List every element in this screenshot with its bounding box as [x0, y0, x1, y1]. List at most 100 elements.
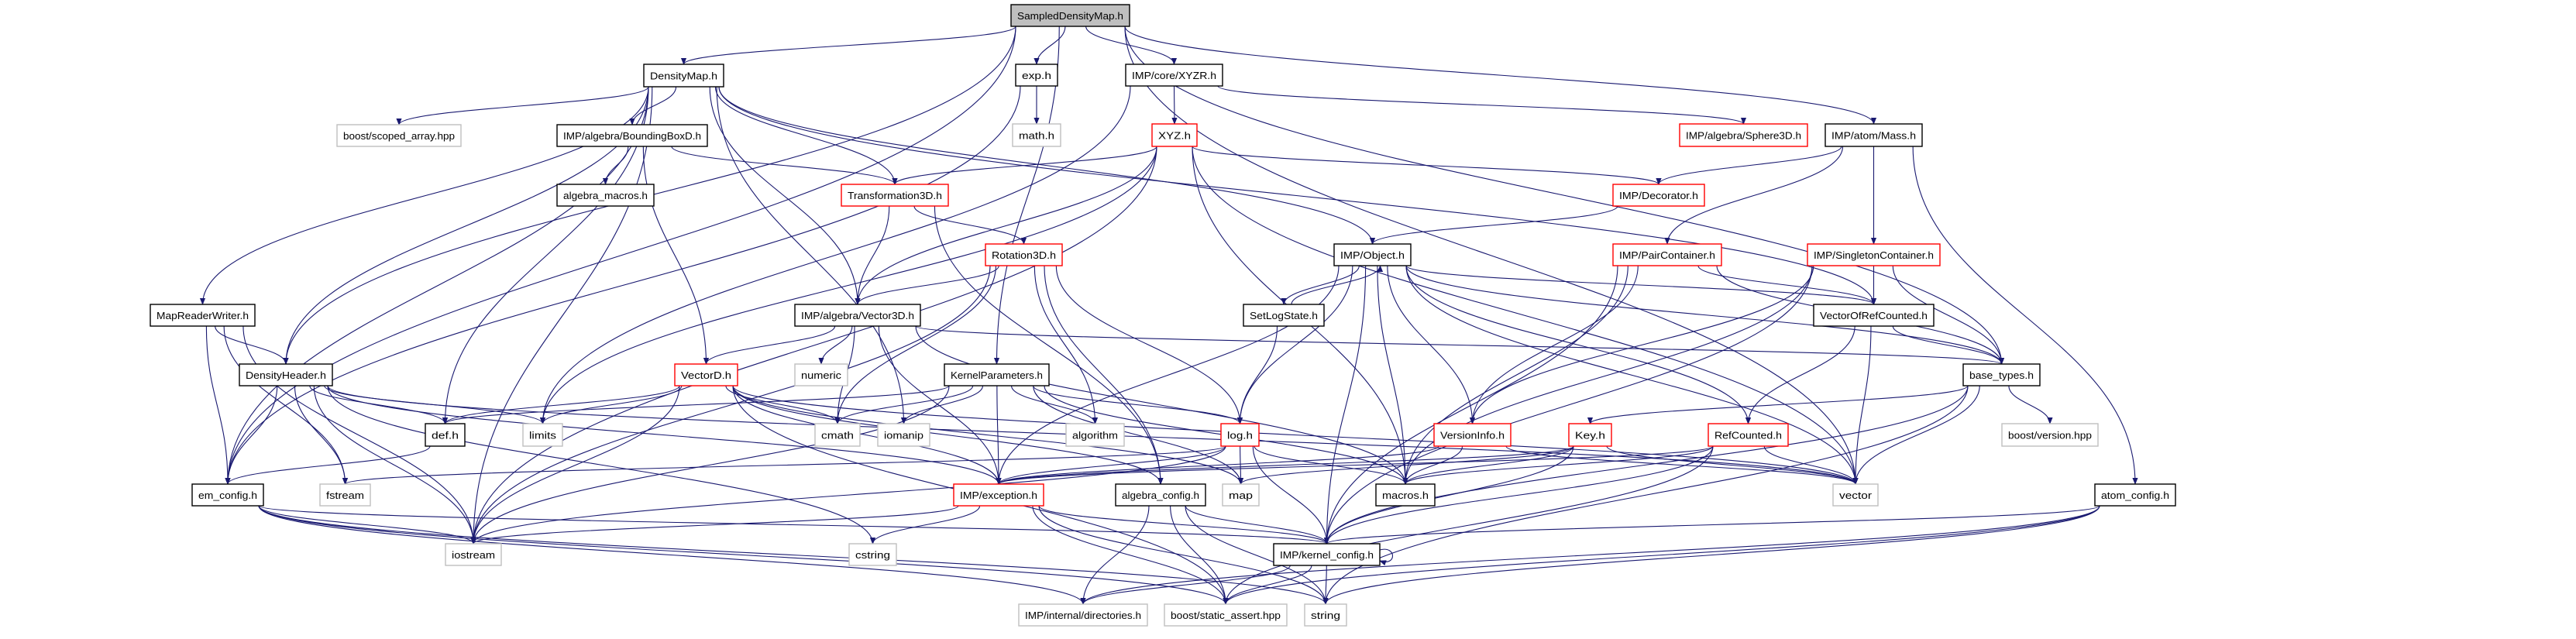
edge-rot-to-v3d [855, 265, 999, 305]
node-mapreaderwriter-h[interactable]: MapReaderWriter.h [150, 304, 256, 327]
node-imp-algebra-boundingboxd-h[interactable]: IMP/algebra/BoundingBoxD.h [556, 124, 708, 147]
node-label: VectorD.h [681, 369, 731, 381]
node-densityheader-h[interactable]: DensityHeader.h [239, 363, 333, 386]
node-imp-algebra-vector3d-h[interactable]: IMP/algebra/Vector3D.h [794, 304, 921, 327]
node-em-config-h[interactable]: em_config.h [191, 483, 264, 507]
edge-vecd-to-vector [732, 385, 1859, 485]
edge-log-to-macros [1254, 445, 1408, 485]
node-def-h[interactable]: def.h [425, 423, 466, 447]
node-imp-core-xyzr-h[interactable]: IMP/core/XYZR.h [1125, 64, 1223, 87]
node-box [848, 543, 897, 566]
node-cstring[interactable]: cstring [848, 543, 897, 566]
edge-key-to-map [1238, 445, 1574, 485]
node-sampleddensitymap-h[interactable]: SampledDensityMap.h [1010, 4, 1130, 27]
edge-dmap-to-emconfig [225, 86, 649, 485]
edge-object-to-vorc [1405, 265, 1876, 305]
edge-singc-to-kconfig [1323, 265, 1813, 545]
node-key-h[interactable]: Key.h [1568, 423, 1612, 447]
edge-v3d-to-numeric [818, 325, 853, 365]
node-box [1018, 603, 1148, 627]
node-label: atom_config.h [2101, 490, 2169, 501]
node-box [556, 184, 655, 207]
node-label: algebra_macros.h [563, 190, 648, 201]
edge-kconfig-to-kconfig [1379, 548, 1393, 566]
node-box [1273, 543, 1381, 566]
node-densitymap-h[interactable]: DensityMap.h [643, 64, 724, 88]
node-imp-exception-h[interactable]: IMP/exception.h [953, 483, 1044, 507]
node-imp-object-h[interactable]: IMP/Object.h [1333, 243, 1412, 266]
node-imp-kernel-config-h[interactable]: IMP/kernel_config.h [1273, 543, 1381, 566]
node-box [944, 363, 1050, 386]
node-label: def.h [432, 430, 459, 441]
node-string[interactable]: string [1304, 603, 1347, 627]
node-imp-decorator-h[interactable]: IMP/Decorator.h [1612, 184, 1705, 207]
node-transformation3d-h[interactable]: Transformation3D.h [841, 184, 949, 207]
node-xyz-h[interactable]: XYZ.h [1151, 123, 1198, 147]
node-boost-version-hpp[interactable]: boost/version.hpp [2001, 423, 2099, 447]
node-box [425, 423, 466, 447]
edge-vecd-to-exception [732, 385, 1002, 485]
edge-xyz-to-v3d [855, 146, 1157, 305]
node-vector[interactable]: vector [1832, 483, 1879, 507]
node-rotation3d-h[interactable]: Rotation3D.h [985, 243, 1063, 266]
edge-emconfig-to-string [258, 505, 1329, 605]
edge-kparams-to-log [1033, 385, 1243, 424]
edges-layer [199, 26, 2138, 605]
node-box [239, 363, 333, 386]
node-boost-scoped-array-hpp[interactable]: boost/scoped_array.hpp [336, 124, 462, 147]
node-imp-atom-mass-h[interactable]: IMP/atom/Mass.h [1825, 123, 1923, 147]
edge-setlog-to-object [1291, 265, 1384, 305]
node-label: XYZ.h [1158, 130, 1191, 142]
node-setlogstate-h[interactable]: SetLogState.h [1243, 304, 1325, 327]
node-imp-singletoncontainer-h[interactable]: IMP/SingletonContainer.h [1807, 243, 1941, 266]
node-iostream[interactable]: iostream [445, 543, 502, 566]
node-vectord-h[interactable]: VectorD.h [674, 363, 738, 386]
node-label: SampledDensityMap.h [1017, 10, 1123, 22]
edge-atomconfig-to-string [1322, 505, 2100, 605]
node-iomanip[interactable]: iomanip [877, 423, 930, 447]
node-imp-paircontainer-h[interactable]: IMP/PairContainer.h [1612, 243, 1722, 266]
node-limits[interactable]: limits [522, 423, 563, 447]
node-imp-algebra-sphere3d-h[interactable]: IMP/algebra/Sphere3D.h [1679, 123, 1808, 147]
node-label: iostream [452, 549, 495, 561]
edge-log-to-iostream [470, 445, 1226, 545]
node-algebra-config-h[interactable]: algebra_config.h [1115, 483, 1206, 507]
node-label: Transformation3D.h [848, 190, 942, 201]
node-label: macros.h [1382, 490, 1429, 501]
edge-mrw-to-emconfig [205, 325, 231, 485]
node-box [814, 423, 861, 447]
node-vectorofrefcounted-h[interactable]: VectorOfRefCounted.h [1813, 304, 1935, 327]
edge-sdm-to-exp [1033, 26, 1066, 65]
edge-object-to-btypes [1405, 265, 2004, 365]
node-refcounted-h[interactable]: RefCounted.h [1708, 423, 1789, 447]
edge-exception-to-string [1038, 505, 1329, 605]
edge-object-to-setlog [1281, 265, 1360, 305]
edge-v3d-to-exception [878, 325, 1002, 485]
node-label: boost/version.hpp [2008, 430, 2092, 441]
node-numeric[interactable]: numeric [794, 363, 848, 386]
node-box [319, 483, 371, 507]
edge-rot-to-log [1055, 265, 1243, 424]
node-boost-static-assert-hpp[interactable]: boost/static_assert.hpp [1164, 603, 1288, 627]
edge-dheader-to-iostream [313, 385, 476, 545]
node-atom-config-h[interactable]: atom_config.h [2094, 483, 2176, 507]
node-log-h[interactable]: log.h [1220, 423, 1260, 447]
edge-vecd-to-cmath [725, 385, 841, 424]
node-algorithm[interactable]: algorithm [1065, 423, 1125, 447]
edge-xyzr-to-sphere [1217, 85, 1746, 125]
node-exp-h[interactable]: exp.h [1015, 64, 1058, 87]
node-base-types-h[interactable]: base_types.h [1962, 363, 2041, 386]
node-label: IMP/algebra/BoundingBoxD.h [563, 130, 701, 142]
node-map[interactable]: map [1222, 483, 1260, 507]
node-fstream[interactable]: fstream [319, 483, 371, 507]
node-kernelparameters-h[interactable]: KernelParameters.h [944, 363, 1050, 386]
node-box [1151, 123, 1198, 147]
node-versioninfo-h[interactable]: VersionInfo.h [1433, 423, 1512, 447]
node-math-h[interactable]: math.h [1012, 123, 1061, 147]
node-box [674, 363, 738, 386]
node-cmath[interactable]: cmath [814, 423, 861, 447]
edge-vorc-to-btypes [1892, 325, 2005, 365]
node-macros-h[interactable]: macros.h [1375, 483, 1436, 507]
node-imp-internal-directories-h[interactable]: IMP/internal/directories.h [1018, 603, 1148, 627]
node-algebra-macros-h[interactable]: algebra_macros.h [556, 184, 655, 207]
